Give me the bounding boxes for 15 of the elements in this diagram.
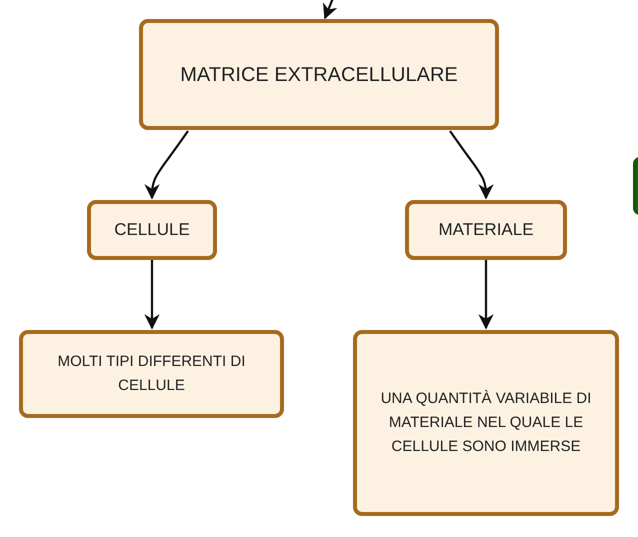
arrow [449, 130, 494, 200]
node-text: UNA QUANTITÀ VARIABILE DI MATERIALE NEL QUALE LE CELLULE SONO IMMERSE [380, 389, 592, 457]
arrow [478, 260, 494, 330]
arrow [323, 0, 338, 20]
arrow [144, 130, 189, 200]
concept-box [405, 200, 567, 260]
arrow [144, 260, 160, 330]
node-text: CELLULE [114, 219, 190, 242]
concept-box [353, 330, 619, 516]
concept-box [87, 200, 217, 260]
concept-box [19, 330, 284, 418]
concept-box [139, 19, 499, 130]
node-text: MOLTI TIPI DIFFERENTI DI CELLULE [56, 352, 246, 396]
node-text: MATRICE EXTRACELLULARE [180, 62, 458, 88]
node-text: MATERIALE [438, 219, 534, 242]
